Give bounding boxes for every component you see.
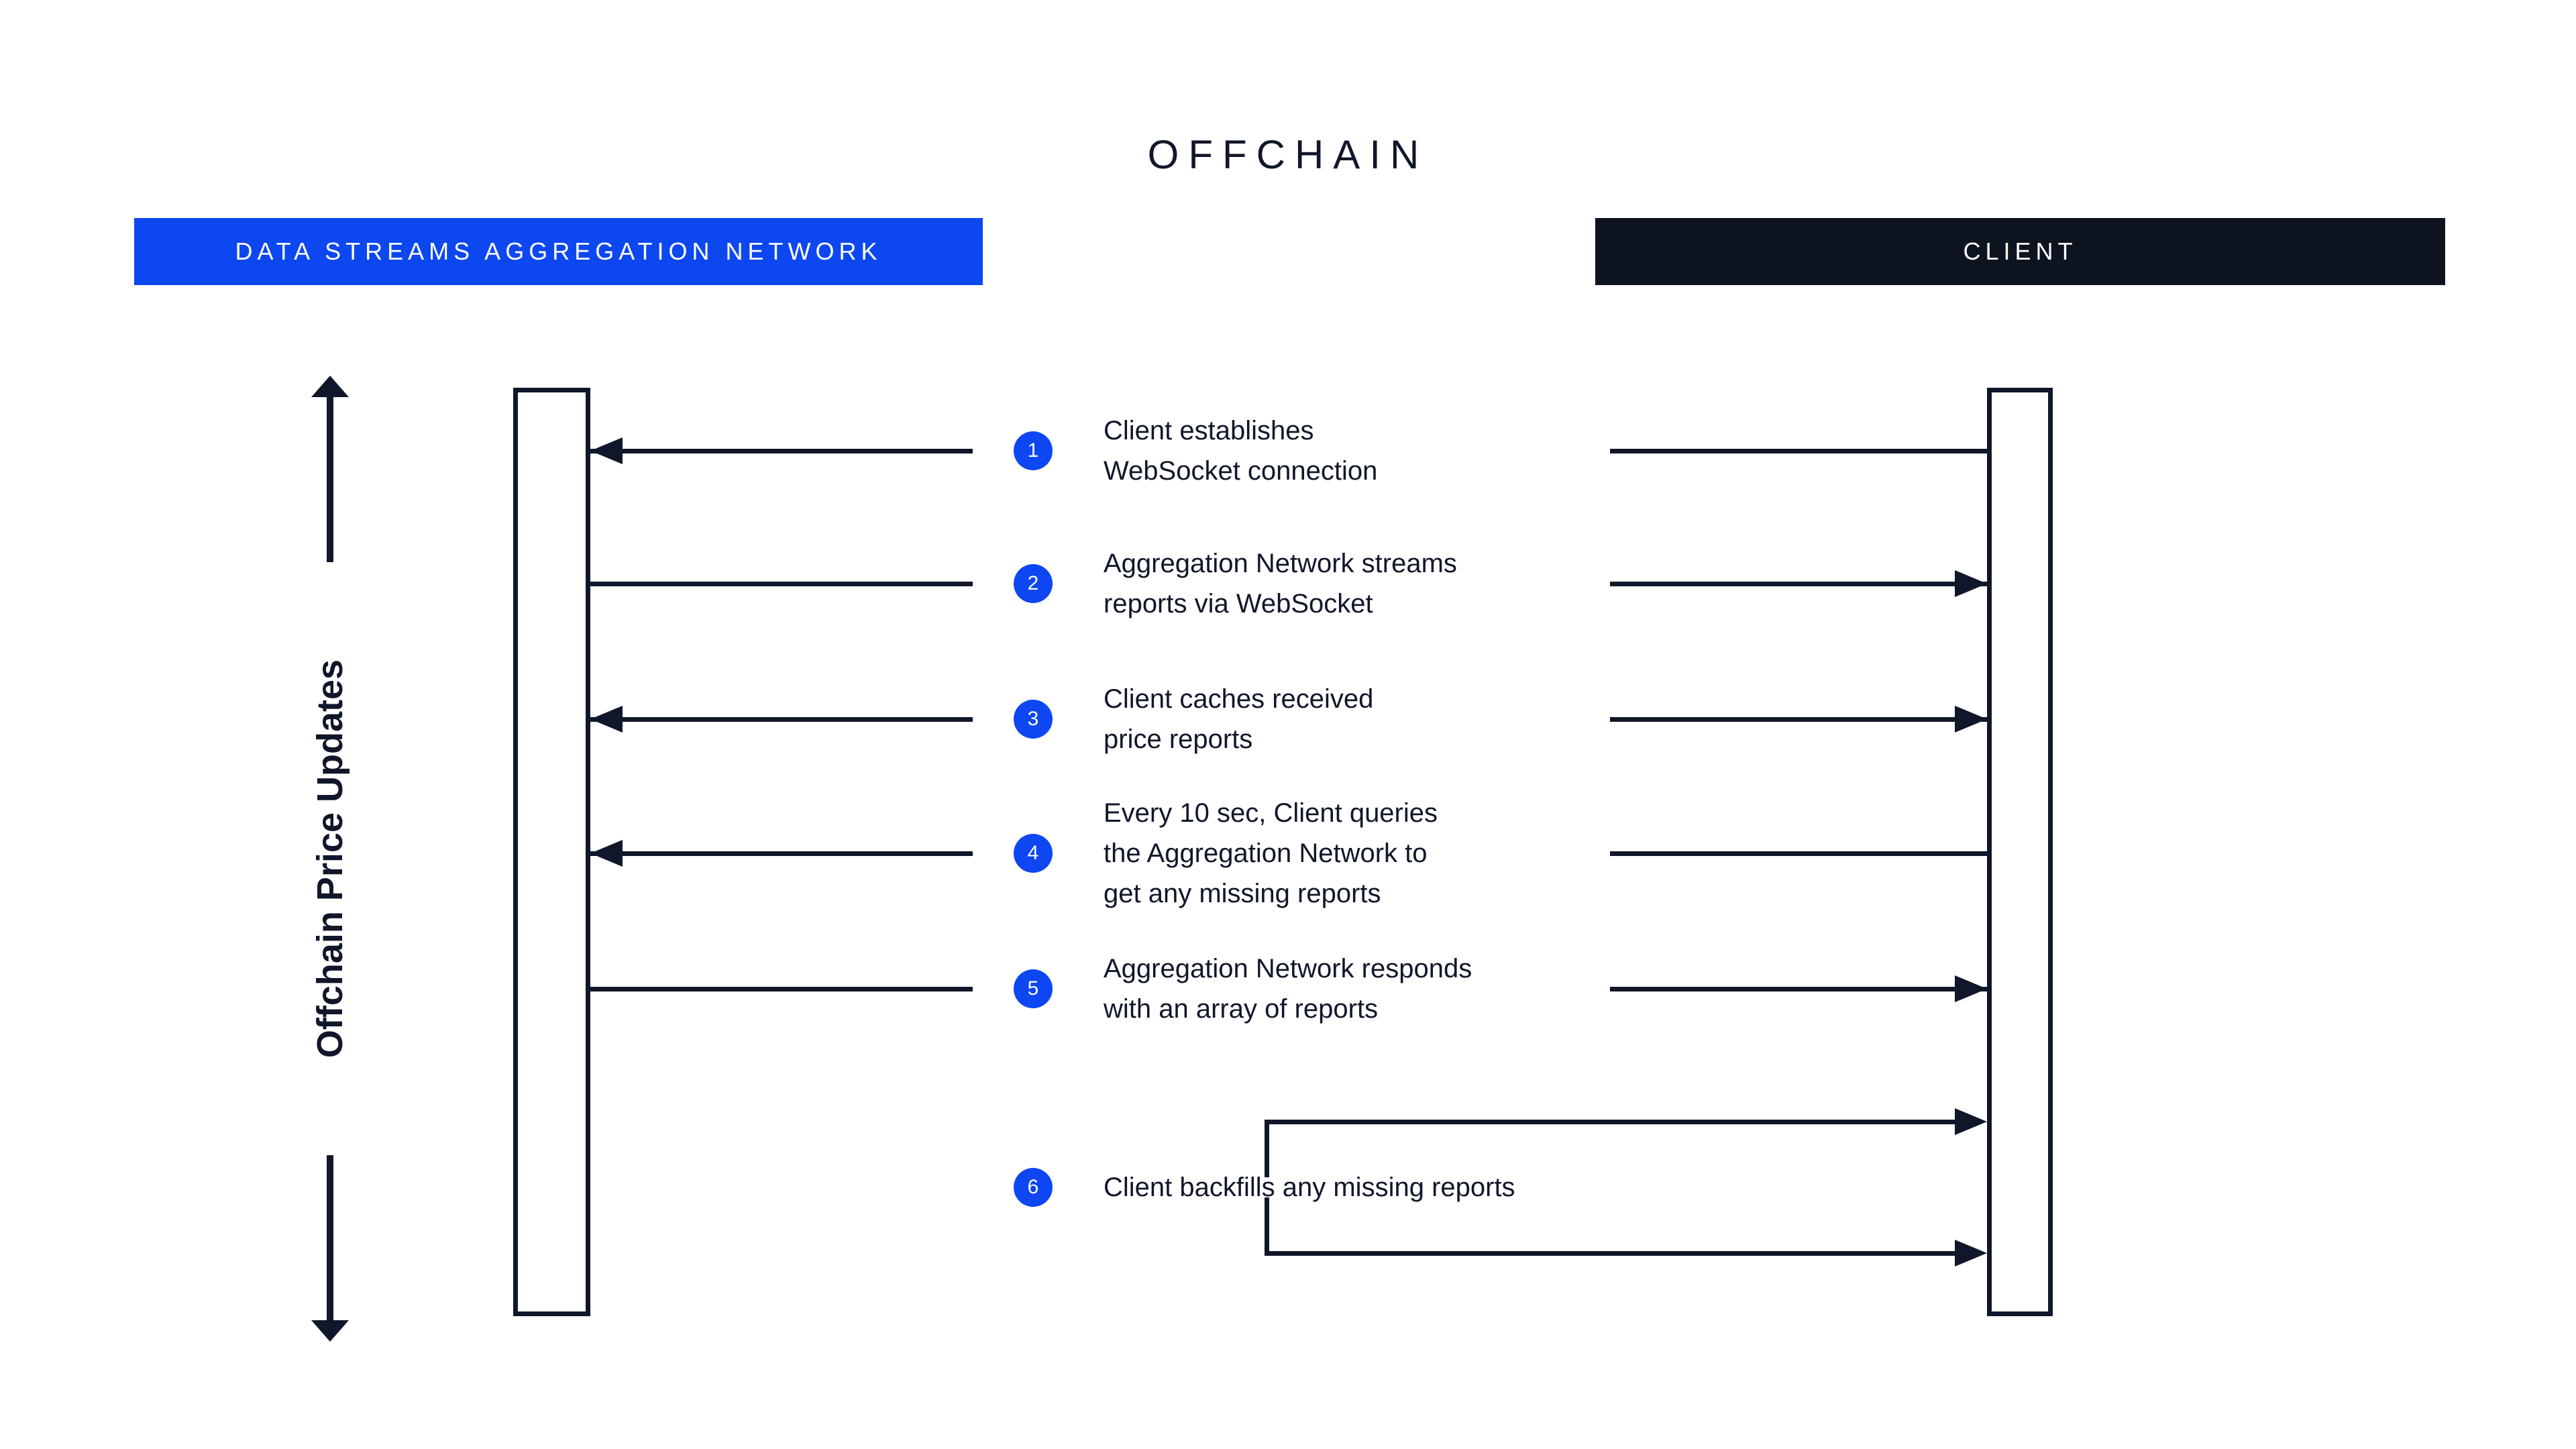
step-badge-3: 3	[1014, 700, 1053, 739]
actor-header-client-label: CLIENT	[1963, 237, 2078, 265]
self-loop-line	[1265, 1120, 1955, 1124]
step-caption-6: Client backfills any missing reports	[1104, 1173, 1515, 1202]
axis-label: Offchain Price Updates	[310, 659, 350, 1059]
message-line-left	[590, 717, 973, 722]
step-badge-2: 2	[1014, 564, 1053, 603]
arrow-right-icon	[1955, 975, 1987, 1002]
step-caption-1: Client establishes WebSocket connection	[1104, 416, 1378, 486]
message-line-right	[1610, 851, 1987, 856]
step-badge-1: 1	[1014, 431, 1053, 470]
arrow-left-icon	[590, 437, 623, 464]
page-title: OFFCHAIN	[1147, 132, 1429, 177]
arrow-right-icon	[1955, 706, 1987, 733]
self-loop-line	[1265, 1251, 1955, 1256]
self-loop-stub	[1265, 1120, 1269, 1177]
step-badge-5: 5	[1014, 969, 1053, 1008]
step-caption-3: Client caches received price reports	[1104, 684, 1374, 754]
message-line-right	[1610, 717, 1987, 722]
arrow-left-icon	[590, 706, 623, 733]
actor-header-client: CLIENT	[1595, 218, 2445, 285]
arrow-down-icon	[311, 1320, 349, 1342]
message-line-left	[590, 582, 973, 586]
message-line-left	[590, 987, 973, 991]
step-badge-6: 6	[1014, 1168, 1053, 1207]
arrow-up-icon	[311, 376, 349, 397]
message-line-right	[1610, 987, 1987, 991]
axis-line-bottom	[327, 1155, 333, 1323]
actor-header-aggregation-network-label: DATA STREAMS AGGREGATION NETWORK	[235, 237, 882, 265]
arrow-right-icon	[1955, 570, 1987, 597]
step-caption-2: Aggregation Network streams reports via …	[1104, 549, 1457, 619]
message-line-right	[1610, 449, 1987, 453]
step-caption-4: Every 10 sec, Client queries the Aggrega…	[1104, 798, 1438, 908]
message-line-right	[1610, 582, 1987, 586]
arrow-right-icon	[1955, 1240, 1987, 1267]
self-loop-stub	[1265, 1197, 1269, 1255]
arrow-right-icon	[1955, 1108, 1987, 1135]
lifeline-client	[1987, 388, 2053, 1316]
lifeline-aggregation-network	[513, 388, 590, 1316]
message-line-left	[590, 449, 973, 453]
axis-line-top	[327, 394, 333, 562]
step-badge-4: 4	[1014, 834, 1053, 873]
arrow-left-icon	[590, 840, 623, 867]
offchain-price-updates-axis: Offchain Price Updates	[310, 376, 350, 1342]
step-caption-5: Aggregation Network responds with an arr…	[1104, 954, 1472, 1024]
actor-header-aggregation-network: DATA STREAMS AGGREGATION NETWORK	[134, 218, 983, 285]
message-line-left	[590, 851, 973, 856]
